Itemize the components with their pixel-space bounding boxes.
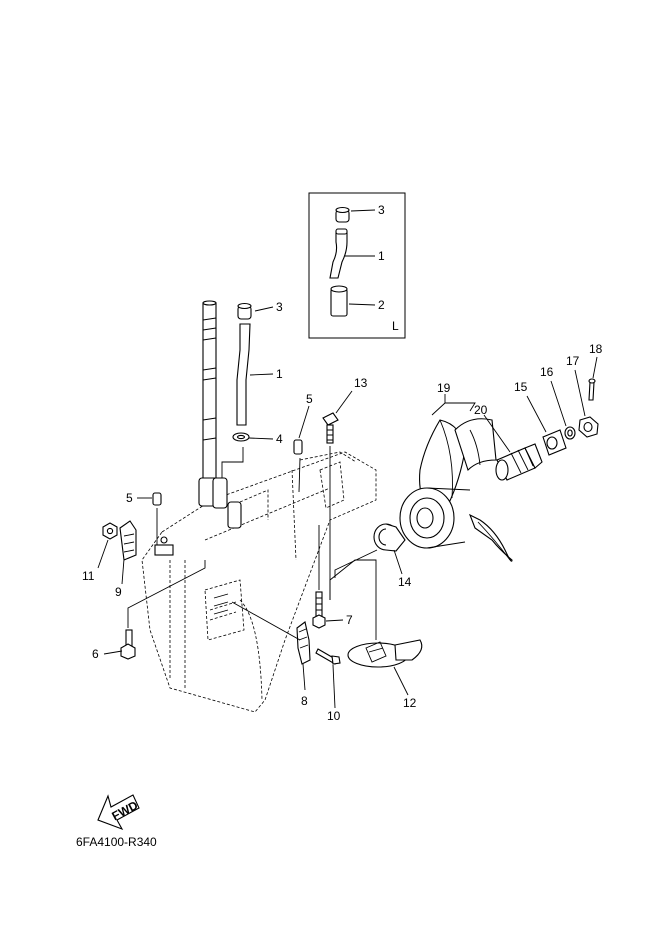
callout-inset-2: 2	[378, 298, 385, 312]
callout-1: 1	[276, 367, 283, 381]
inset-hose-1	[329, 228, 348, 279]
drive-shaft	[198, 300, 242, 529]
callout-3: 3	[276, 300, 283, 314]
washer-16	[564, 426, 576, 440]
trim-tab-mount	[154, 536, 174, 556]
callout-5b: 5	[126, 491, 133, 505]
dowel-pin-5b	[152, 492, 162, 506]
callout-18: 18	[589, 342, 603, 356]
inset-box	[308, 192, 406, 339]
propeller-19	[399, 418, 513, 562]
inset-sleeve-2	[330, 285, 348, 317]
spacer-20	[495, 443, 543, 481]
callout-16: 16	[540, 365, 554, 379]
callout-inset-1: 1	[378, 249, 385, 263]
callouts: 3 1 2 L 1 3 4 5 5 6 7 8 9 10 11 12 13 14…	[82, 203, 603, 723]
inset-label: L	[392, 319, 399, 333]
washer-15	[542, 429, 567, 456]
callout-5a: 5	[306, 392, 313, 406]
cotter-pin-18	[588, 378, 596, 401]
bolt-13	[322, 412, 339, 444]
callout-12: 12	[403, 696, 417, 710]
inset-cap-3	[335, 206, 350, 223]
callout-11: 11	[82, 569, 95, 583]
callout-19: 19	[437, 381, 451, 395]
nut-17	[578, 416, 599, 438]
nut-11	[102, 522, 118, 540]
callout-14: 14	[398, 575, 412, 589]
leader-lines	[97, 306, 598, 709]
callout-inset-3: 3	[378, 203, 385, 217]
callout-7: 7	[346, 613, 353, 627]
drawing-code: 6FA4100-R340	[76, 835, 157, 849]
lower-casing	[141, 451, 377, 713]
callout-9: 9	[115, 585, 122, 599]
callout-6: 6	[92, 647, 99, 661]
callout-4: 4	[276, 432, 283, 446]
dowel-pin-5a	[293, 439, 303, 455]
callout-20: 20	[474, 403, 488, 417]
bracket-9	[119, 520, 137, 561]
callout-17: 17	[566, 354, 580, 368]
callout-8: 8	[301, 694, 308, 708]
anode-8	[296, 621, 311, 665]
callout-13: 13	[354, 376, 368, 390]
callout-10: 10	[327, 709, 341, 723]
callout-15: 15	[514, 380, 528, 394]
trim-tab-12	[347, 639, 423, 668]
grommet-4	[232, 432, 250, 442]
water-tube-1	[236, 302, 252, 426]
bolt-7	[312, 591, 326, 629]
bolt-10	[315, 648, 341, 665]
fwd-arrow-icon: FWD	[97, 794, 140, 831]
thrust-washer-14	[373, 523, 406, 552]
bolt-6	[120, 629, 136, 660]
